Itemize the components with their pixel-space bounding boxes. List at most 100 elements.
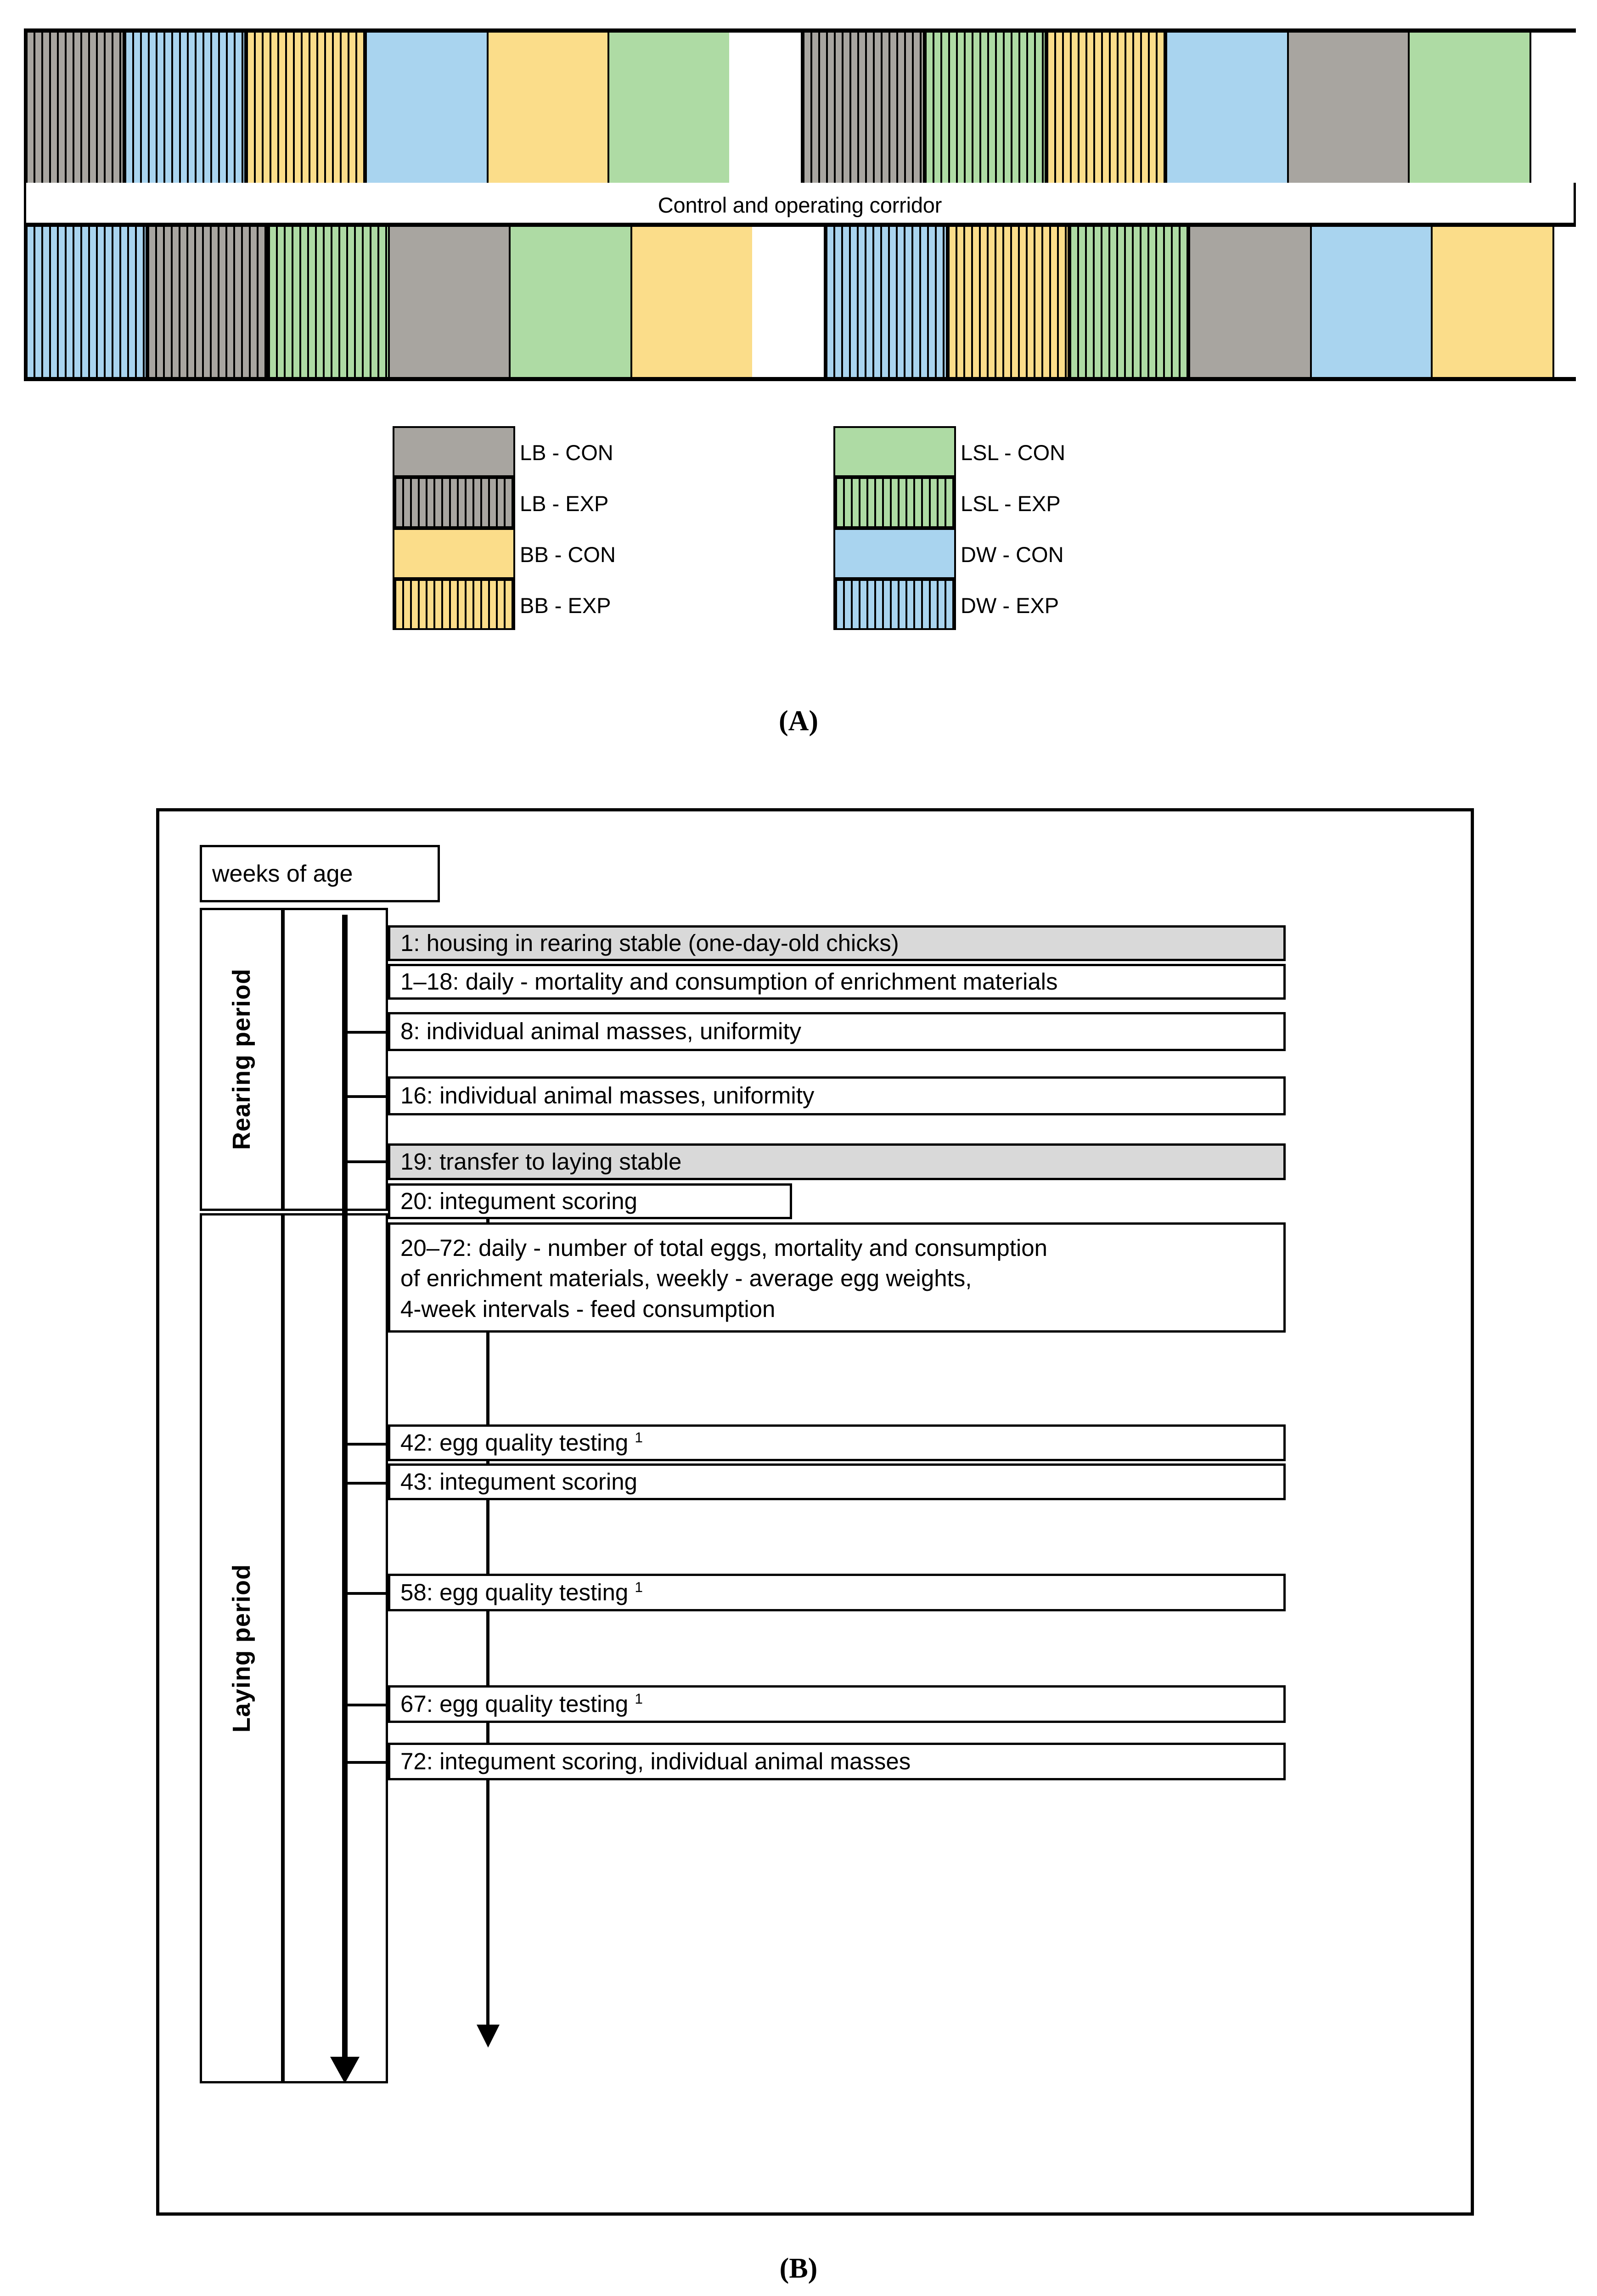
timeline-event-box: 20: integument scoring [388,1183,792,1219]
pen-compartment [1188,227,1312,377]
period-label-rearing: Rearing period [228,968,255,1150]
timeline-event-box: 42: egg quality testing 1 [388,1424,1286,1461]
timeline-event-box: 43: integument scoring [388,1463,1286,1500]
footnote-marker: 1 [635,1578,643,1595]
timeline-event-label: 43: integument scoring [400,1468,637,1495]
timeline-event-box: 8: individual animal masses, uniformity [388,1012,1286,1051]
pen-compartment [365,33,489,183]
legend-item: LSL - EXP [833,477,1065,529]
pen-compartment [146,227,268,377]
pen-compartment [607,33,731,183]
timeline-event-box: 67: egg quality testing 1 [388,1685,1286,1723]
legend-item: DW - EXP [833,579,1065,631]
weeks-of-age-box: weeks of age [200,845,440,902]
legend-swatch [393,426,515,477]
period-bracket-rearing: Rearing period [200,908,283,1211]
pen-compartment [266,227,390,377]
legend-label: LSL - CON [961,440,1066,465]
timeline-event-label: 1: housing in rearing stable (one-day-ol… [400,929,899,956]
legend-label: DW - EXP [961,593,1059,618]
legend-swatch [393,528,515,579]
legend-label: DW - CON [961,542,1064,567]
pen-compartment [1287,33,1410,183]
panel-a-caption: (A) [778,705,819,737]
legend-item: LB - CON [393,426,616,478]
tick-column-rearing [282,908,388,1211]
stable-row-bottom [24,223,1576,381]
timeline-event-box: 58: egg quality testing 1 [388,1574,1286,1611]
pen-compartment [946,227,1069,377]
timeline-event-box: 1–18: daily - mortality and consumption … [388,964,1286,1000]
pen-compartment [1408,33,1531,183]
timeline-event-box: 20–72: daily - number of total eggs, mor… [388,1222,1286,1333]
laying-axis-line [486,1216,489,2028]
legend-item: BB - CON [393,528,616,580]
pen-compartment [487,33,609,183]
stable-row-top [24,28,1576,187]
legend-label: LB - EXP [520,491,609,516]
pen-compartment [123,33,246,183]
legend-label: LSL - EXP [961,491,1061,516]
legend-swatch [833,579,956,630]
timeline-arrowhead-icon [330,2057,360,2083]
timeline-event-label: 72: integument scoring, individual anima… [400,1748,911,1774]
pen-compartment [824,227,948,377]
corridor-label: Control and operating corridor [658,192,942,217]
pen-compartment [1165,33,1289,183]
period-label-laying: Laying period [228,1564,255,1733]
legend-item: LB - EXP [393,477,616,529]
timeline-axis-line [342,915,348,2060]
control-operating-corridor: Control and operating corridor [24,183,1576,227]
pen-compartment [1310,227,1433,377]
timeline-event-label: 20–72: daily - number of total eggs, mor… [400,1235,1047,1322]
footnote-marker: 1 [635,1690,643,1707]
timeline-event-box: 72: integument scoring, individual anima… [388,1743,1286,1780]
pen-compartment [509,227,632,377]
legend-label: BB - CON [520,542,616,567]
timeline-event-label: 58: egg quality testing 1 [400,1578,643,1605]
period-bracket-laying: Laying period [200,1213,283,2083]
pen-gap [729,33,803,183]
weeks-of-age-label: weeks of age [212,860,353,887]
pen-gap [752,227,826,377]
legend-item: LSL - CON [833,426,1066,478]
panel-b-caption: (B) [779,2253,818,2284]
panel-b-study-timeline: weeks of age Rearing period Laying perio… [156,808,1474,2216]
legend-column-1: LB - CON LB - EXP BB - CON BB - EXP [393,426,616,631]
timeline-event-box: 1: housing in rearing stable (one-day-ol… [388,925,1286,961]
pen-compartment [801,33,925,183]
timeline-event-label: 42: egg quality testing 1 [400,1429,643,1456]
legend-swatch [833,426,956,477]
pen-compartment [24,227,147,377]
legend-swatch [833,528,956,579]
legend-label: LB - CON [520,440,613,465]
timeline-event-box: 19: transfer to laying stable [388,1143,1286,1180]
laying-arrowhead-icon [477,2025,500,2048]
pen-compartment [244,33,367,183]
timeline-event-label: 20: integument scoring [400,1187,637,1214]
pen-compartment [1068,227,1190,377]
timeline-event-label: 16: individual animal masses, uniformity [400,1082,815,1109]
pen-compartment [923,33,1046,183]
tick-column-laying [282,1213,388,2083]
pen-compartment [1045,33,1167,183]
pen-compartment [630,227,754,377]
legend-swatch [393,477,515,528]
legend-label: BB - EXP [520,593,611,618]
pen-compartment [24,33,124,183]
pen-compartment [388,227,511,377]
legend-item: BB - EXP [393,579,616,631]
legend-swatch [393,579,515,630]
timeline-event-label: 19: transfer to laying stable [400,1148,682,1175]
legend-swatch [833,477,956,528]
legend-item: DW - CON [833,528,1065,580]
timeline-event-label: 1–18: daily - mortality and consumption … [400,968,1058,995]
pen-compartment [1431,227,1554,377]
timeline-event-label: 8: individual animal masses, uniformity [400,1018,802,1045]
legend-column-2: LSL - CON LSL - EXP DW - CON DW - EXP [833,426,1066,631]
timeline-event-label: 67: egg quality testing 1 [400,1690,643,1717]
legend: LB - CON LB - EXP BB - CON BB - EXP LSL - C… [393,426,1173,634]
timeline-event-box: 16: individual animal masses, uniformity [388,1076,1286,1115]
footnote-marker: 1 [635,1429,643,1446]
